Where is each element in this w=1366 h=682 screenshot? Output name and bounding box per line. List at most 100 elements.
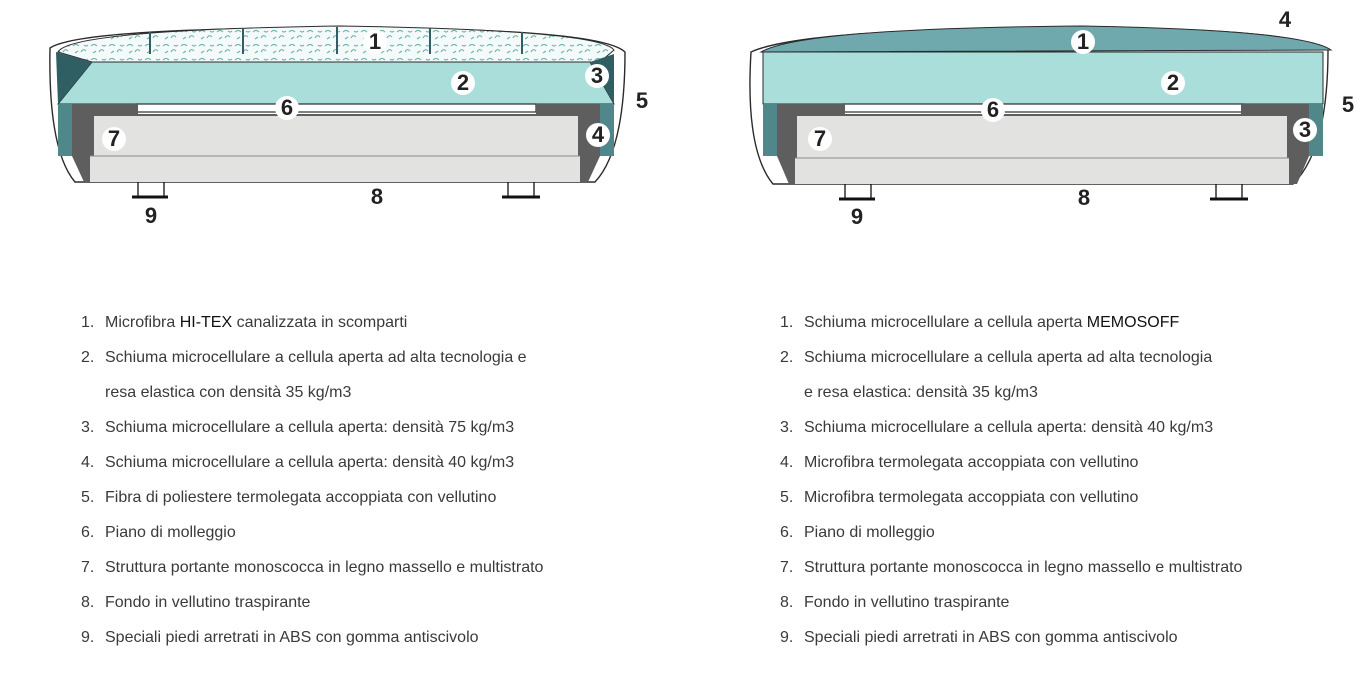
frame-inner	[94, 116, 578, 156]
marker-circle	[102, 127, 126, 151]
marker-8: 8	[1078, 185, 1090, 210]
marker-label: 8	[371, 184, 383, 209]
marker-label: 1	[1077, 29, 1089, 54]
legend-item-number: 9.	[81, 629, 95, 646]
legend-item-number: 5.	[81, 489, 95, 506]
marker-5: 5	[636, 88, 648, 113]
legend-item-number: 7.	[81, 559, 95, 576]
legend-item: 7. Struttura portante monoscocca in legno…	[81, 559, 543, 576]
legend-item: 8. Fondo in vellutino traspirante	[780, 594, 1242, 611]
frame-bottom	[795, 158, 1289, 184]
marker-circle	[1161, 71, 1185, 95]
legend-item-text: Fondo in vellutino traspirante	[804, 594, 1010, 611]
legend-item: 1. Microfibra HI-TEX canalizzata in scomp…	[81, 314, 543, 331]
marker-2: 2	[1161, 70, 1185, 95]
legend-item-text: Speciali piedi arretrati in ABS con gomm…	[804, 629, 1178, 646]
marker-label: 3	[1299, 117, 1311, 142]
marker-9: 9	[145, 203, 157, 228]
left-lower-side-block	[763, 104, 777, 156]
marker-9: 9	[851, 204, 863, 229]
marker-label: 7	[814, 126, 826, 151]
legend-item-number: 4.	[780, 454, 794, 471]
marker-circle	[451, 71, 475, 95]
legend-item-number: 3.	[81, 419, 95, 436]
legend-item-text: Struttura portante monoscocca in legno m…	[105, 559, 544, 576]
legend-item-text: Microfibra termolegata accoppiata con ve…	[804, 489, 1139, 506]
marker-circle	[275, 96, 299, 120]
right-foot	[502, 182, 540, 199]
marker-label: 5	[636, 88, 648, 113]
legend-item: 4.Schiuma microcellulare a cellula apert…	[81, 454, 543, 471]
marker-label: 6	[987, 97, 999, 122]
marker-3: 3	[585, 63, 609, 88]
frame-inner	[797, 116, 1287, 158]
legend-item-text: Speciali piedi arretrati in ABS con gomm…	[105, 629, 479, 646]
legend-item-number: 2.	[81, 349, 95, 366]
marker-3: 3	[1293, 117, 1317, 142]
marker-5: 5	[1342, 92, 1354, 117]
legend-item: 6. Piano di molleggio	[81, 524, 543, 541]
marker-label: 2	[457, 70, 469, 95]
legend-item-number: 1.	[81, 314, 95, 331]
marker-circle	[1293, 118, 1317, 142]
legend-item-text: Schiuma microcellulare a cellula aperta …	[804, 349, 1213, 366]
marker-1: 1	[363, 29, 387, 54]
marker-label: 2	[1167, 70, 1179, 95]
legend-item: 1.Schiuma microcellulare a cellula apert…	[780, 314, 1242, 331]
legend-item-number: 8.	[81, 594, 95, 611]
legend-item-text: Schiuma microcellulare a cellula aperta:…	[105, 454, 515, 471]
marker-circle	[585, 64, 609, 88]
legend-item: 2.Schiuma microcellulare a cellula apert…	[780, 349, 1242, 401]
frame-bottom	[90, 156, 580, 182]
legend-item-continuation: e resa elastica: densità 35 kg/m3	[804, 384, 1038, 401]
left-cross-section-diagram: 1 2 3 4 5 6 7 8 9	[49, 25, 648, 228]
left-side-foam	[56, 52, 92, 104]
marker-circle	[586, 123, 610, 147]
legend-item: 3. Schiuma microcellulare a cellula apert…	[81, 419, 543, 436]
legend-item-text: Schiuma microcellulare a cellula aperta:…	[804, 419, 1214, 436]
left-foot	[839, 184, 875, 201]
legend-item-number: 3.	[780, 419, 794, 436]
legend-item: 2.Schiuma microcellulare a cellula apert…	[81, 349, 543, 401]
marker-6: 6	[275, 95, 299, 120]
spring-deck	[135, 103, 537, 113]
legend-item-number: 5.	[780, 489, 794, 506]
legend-item-continuation: resa elastica con densità 35 kg/m3	[105, 384, 352, 401]
legend-item: 4. Microfibra termolegata accoppiata con …	[780, 454, 1242, 471]
legend-brand-name: MEMOSOFF	[1086, 314, 1180, 331]
marker-label: 9	[851, 204, 863, 229]
legend-item-text: Piano di molleggio	[105, 524, 236, 541]
marker-circle	[363, 30, 387, 54]
legend-item-text: Struttura portante monoscocca in legno m…	[804, 559, 1243, 576]
legend-item-text: Piano di molleggio	[804, 524, 935, 541]
marker-7: 7	[808, 126, 832, 151]
legend-item-text: Schiuma microcellulare a cellula aperta:…	[105, 419, 515, 436]
legend-item-number: 6.	[81, 524, 95, 541]
marker-label: 8	[1078, 185, 1090, 210]
legend-item: 5. Microfibra termolegata accoppiata con …	[780, 489, 1242, 506]
legend-item-text: Microfibra HI-TEX canalizzata in scompar…	[105, 314, 408, 331]
legend-brand-name: HI-TEX	[179, 314, 233, 331]
marker-circle	[981, 98, 1005, 122]
legend-item-text: Microfibra termolegata accoppiata con ve…	[804, 454, 1139, 471]
marker-4: 4	[586, 122, 610, 147]
spring-deck	[842, 103, 1244, 113]
legend-item-number: 8.	[780, 594, 794, 611]
left-legend-list: 1. Microfibra HI-TEX canalizzata in scomp…	[81, 314, 543, 664]
marker-label: 6	[281, 95, 293, 120]
marker-8: 8	[371, 184, 383, 209]
marker-label: 7	[108, 126, 120, 151]
legend-item-number: 7.	[780, 559, 794, 576]
marker-label: 4	[592, 122, 605, 147]
marker-1: 1	[1071, 29, 1095, 54]
left-foot	[132, 182, 168, 199]
legend-item-number: 9.	[780, 629, 794, 646]
left-lower-side-block	[58, 104, 72, 156]
legend-item: 7. Struttura portante monoscocca in legno…	[780, 559, 1242, 576]
marker-circle	[808, 127, 832, 151]
legend-item: 8.Fondo in vellutino traspirante	[81, 594, 543, 611]
marker-label: 1	[369, 29, 381, 54]
legend-item-number: 1.	[780, 314, 794, 331]
